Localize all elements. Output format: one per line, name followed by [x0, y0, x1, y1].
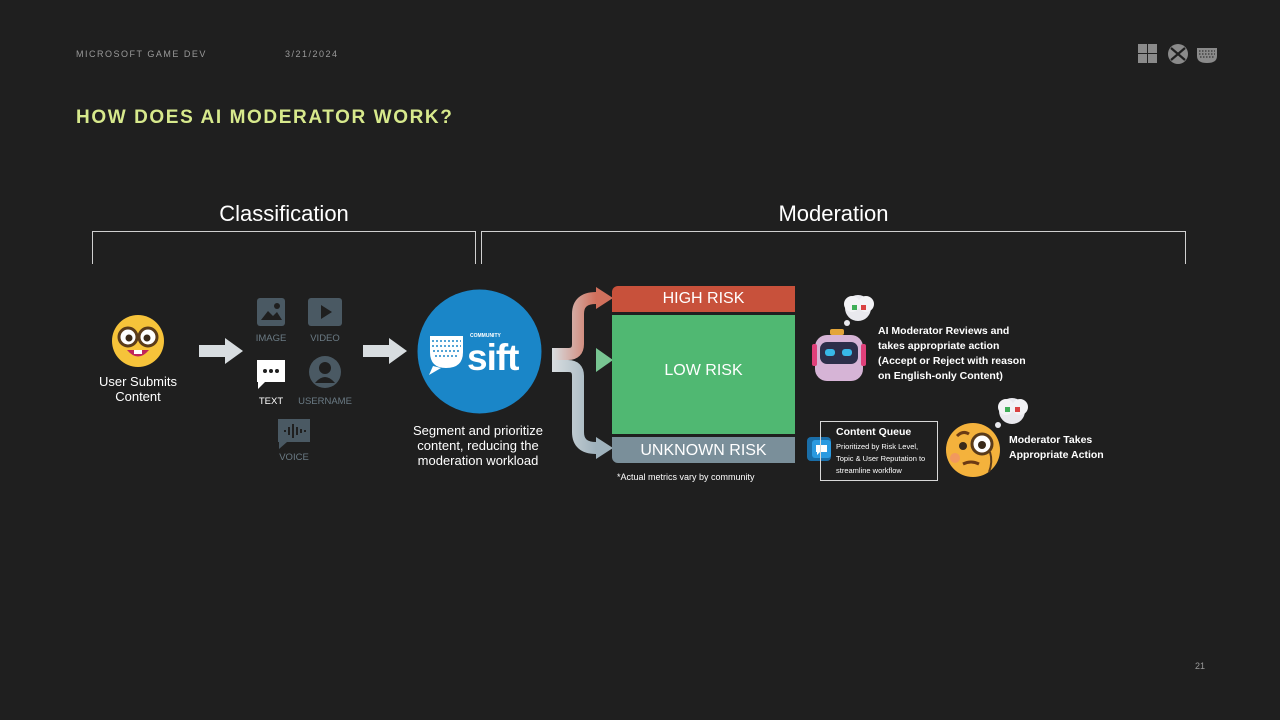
ai-moderator-text: AI Moderator Reviews and takes appropria…: [878, 325, 1026, 382]
text-chat-icon: [257, 360, 285, 389]
moderation-bracket: [481, 231, 1186, 264]
unknown-risk-label: UNKNOWN RISK: [640, 442, 767, 459]
sift-logo-icon: COMMUNITY sift: [417, 289, 542, 414]
sift-community-text: COMMUNITY: [470, 333, 501, 339]
unknown-risk-bar: UNKNOWN RISK: [612, 437, 795, 463]
username-icon: [309, 356, 341, 388]
high-risk-label: HIGH RISK: [662, 290, 745, 307]
content-queue-box: Content Queue Prioritized by Risk Level,…: [820, 421, 938, 481]
arrow-right-icon: [363, 338, 407, 364]
video-label: VIDEO: [310, 333, 340, 344]
windows-logo-icon: [1138, 44, 1157, 63]
low-risk-bar: LOW RISK: [612, 315, 795, 434]
routing-brace: [552, 287, 613, 459]
voice-label: VOICE: [279, 452, 309, 463]
video-icon: [308, 298, 342, 326]
brand-logos: [1138, 44, 1217, 64]
page-number: 21: [1195, 661, 1206, 671]
text-label: TEXT: [258, 396, 284, 407]
voice-icon: [278, 419, 310, 449]
username-label: USERNAME: [298, 396, 352, 407]
queue-chat-icon: [807, 437, 831, 461]
thought-bubble-icon: [995, 398, 1028, 428]
monocle-face-icon: [946, 398, 1028, 477]
low-risk-label: LOW RISK: [664, 362, 743, 379]
content-queue-title: Content Queue: [836, 426, 912, 438]
sift-wordmark: sift: [467, 337, 519, 378]
classification-heading: Classification: [219, 201, 349, 226]
image-icon: [257, 298, 285, 326]
robot-icon: [812, 295, 874, 381]
content-queue-text: Prioritized by Risk Level, Topic & User …: [836, 442, 926, 475]
org-label: MICROSOFT GAME DEV: [76, 49, 207, 59]
thought-bubble-icon: [844, 295, 874, 326]
footnote: *Actual metrics vary by community: [617, 472, 755, 482]
moderation-heading: Moderation: [778, 201, 889, 226]
high-risk-bar: HIGH RISK: [612, 286, 795, 312]
user-submits-label: User Submits Content: [98, 374, 178, 404]
nerd-face-icon: [112, 315, 164, 367]
xbox-logo-icon: [1168, 44, 1188, 64]
arrow-right-icon: [199, 338, 243, 364]
moderator-text: Moderator Takes Appropriate Action: [1009, 434, 1104, 461]
sift-caption: Segment and prioritize content, reducing…: [412, 423, 544, 468]
classification-bracket: [92, 231, 476, 264]
date-label: 3/21/2024: [285, 49, 339, 59]
sift-logo-small-icon: [1197, 48, 1217, 63]
image-label: IMAGE: [255, 333, 287, 344]
page-title: HOW DOES AI MODERATOR WORK?: [76, 107, 454, 128]
